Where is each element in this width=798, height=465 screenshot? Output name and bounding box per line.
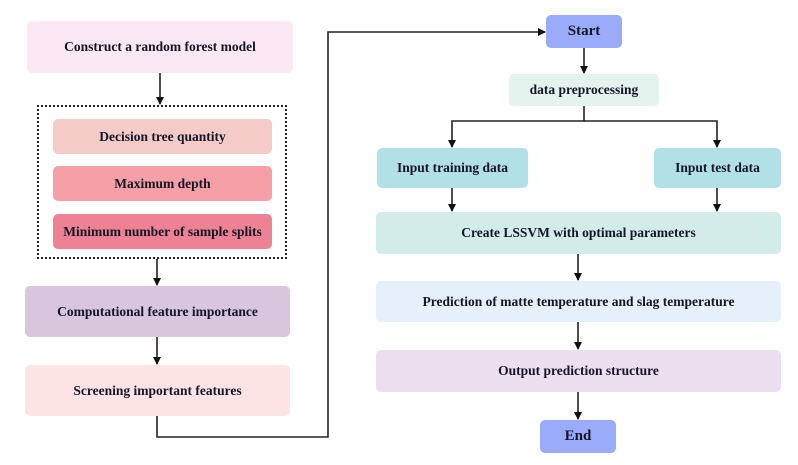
feature-importance-label: Computational feature importance [57,303,258,319]
screening-features-label: Screening important features [73,382,242,398]
min-sample-splits-label: Minimum number of sample splits [63,223,262,239]
output-prediction-label: Output prediction structure [498,363,659,378]
input-test-data-label: Input test data [675,160,760,175]
data-preprocessing-label: data preprocessing [529,82,639,97]
end-node: End [540,420,616,453]
input-test-data-box: Input test data [654,148,781,188]
arrow-preprocessing-to-test [584,120,721,148]
maximum-depth-box: Maximum depth [53,166,272,201]
data-preprocessing-box: data preprocessing [509,74,659,106]
decision-tree-quantity-box: Decision tree quantity [53,119,272,154]
screening-features-box: Screening important features [25,365,290,416]
min-sample-splits-box: Minimum number of sample splits [53,214,272,249]
construct-label: Construct a random forest model [64,39,256,54]
start-label: Start [567,23,601,39]
end-label: End [564,428,592,444]
decision-tree-quantity-label: Decision tree quantity [99,128,226,144]
prediction-label: Prediction of matte temperature and slag… [422,293,735,309]
start-node: Start [546,15,622,48]
create-lssvm-label: Create LSSVM with optimal parameters [461,225,696,240]
feature-importance-box: Computational feature importance [25,286,290,337]
input-training-data-box: Input training data [377,148,528,188]
prediction-box: Prediction of matte temperature and slag… [376,281,781,322]
parameters-group [37,105,287,259]
create-lssvm-box: Create LSSVM with optimal parameters [376,212,781,254]
construct-random-forest-box: Construct a random forest model [27,21,293,73]
arrow-screening-to-start [156,28,546,438]
input-training-data-label: Input training data [396,160,509,175]
output-prediction-box: Output prediction structure [376,350,781,392]
maximum-depth-label: Maximum depth [114,175,211,191]
arrow-preprocessing-to-training [448,106,585,148]
